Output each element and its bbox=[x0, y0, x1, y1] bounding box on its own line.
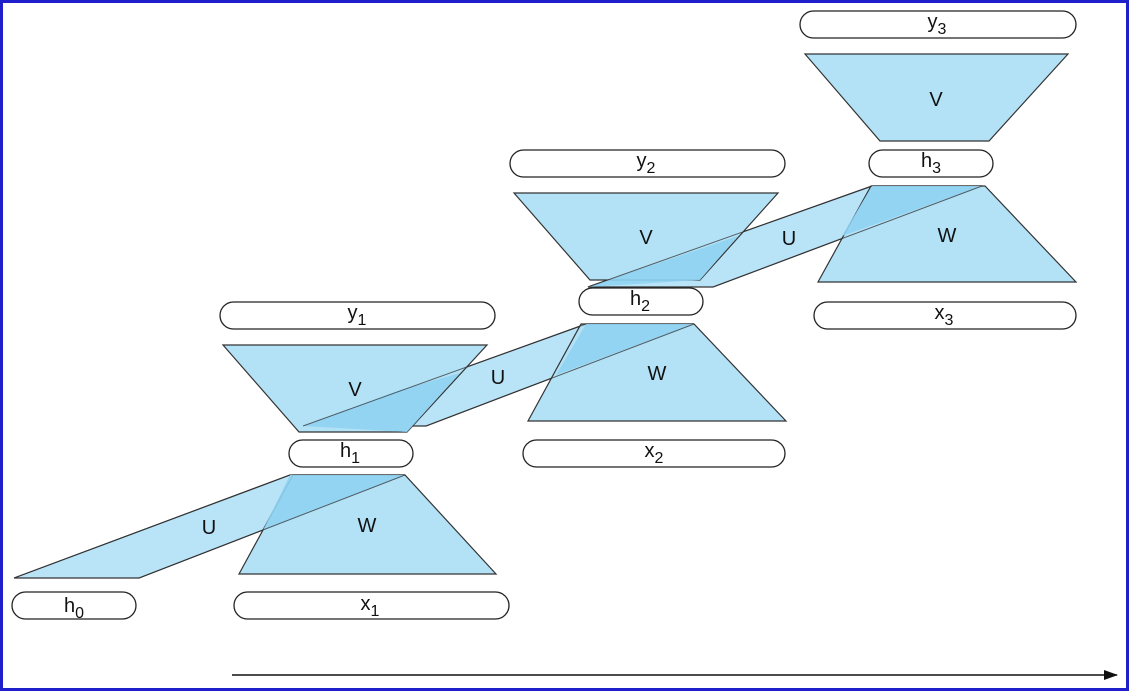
label-u-3: U bbox=[782, 228, 796, 250]
label-v-1: V bbox=[348, 379, 362, 401]
node-x1 bbox=[233, 591, 510, 620]
node-y1-label: y1 bbox=[348, 302, 367, 329]
node-h0-label: h0 bbox=[64, 595, 84, 622]
node-h1 bbox=[288, 439, 414, 468]
node-x1-label: x1 bbox=[361, 593, 380, 620]
label-v-3: V bbox=[929, 89, 943, 111]
label-v-2: V bbox=[639, 227, 653, 249]
node-h3 bbox=[868, 149, 994, 178]
label-w-1: W bbox=[358, 515, 377, 537]
node-h0 bbox=[11, 591, 137, 620]
label-u-1: U bbox=[202, 517, 216, 539]
u-edge-line-3 bbox=[302, 323, 587, 427]
u-edge-line-5 bbox=[587, 185, 873, 288]
node-y2 bbox=[509, 149, 786, 178]
overlap-highlight-5 bbox=[842, 186, 982, 236]
node-h2 bbox=[578, 287, 704, 316]
node-y2-label: y2 bbox=[637, 150, 656, 177]
label-w-3: W bbox=[938, 225, 957, 247]
node-x2 bbox=[522, 439, 786, 468]
node-h2-label: h2 bbox=[630, 288, 650, 315]
label-w-2: W bbox=[648, 363, 667, 385]
node-y1 bbox=[219, 301, 496, 330]
v-trapezoid-3 bbox=[803, 53, 1070, 142]
node-x3 bbox=[813, 301, 1077, 330]
overlap-highlight-2 bbox=[303, 373, 460, 432]
u-edge-line-1 bbox=[13, 474, 291, 579]
u-edge-line-6 bbox=[712, 185, 983, 288]
label-u-2: U bbox=[491, 367, 505, 389]
overlap-highlight-4 bbox=[588, 236, 738, 287]
node-h1-label: h1 bbox=[340, 440, 360, 467]
node-y3 bbox=[799, 10, 1077, 39]
node-x3-label: x3 bbox=[935, 302, 954, 329]
node-x2-label: x2 bbox=[645, 440, 664, 467]
u-edge-line-4 bbox=[425, 323, 695, 427]
node-h3-label: h3 bbox=[921, 150, 941, 177]
u-edge-line-2 bbox=[138, 474, 406, 579]
node-y3-label: y3 bbox=[928, 11, 947, 38]
